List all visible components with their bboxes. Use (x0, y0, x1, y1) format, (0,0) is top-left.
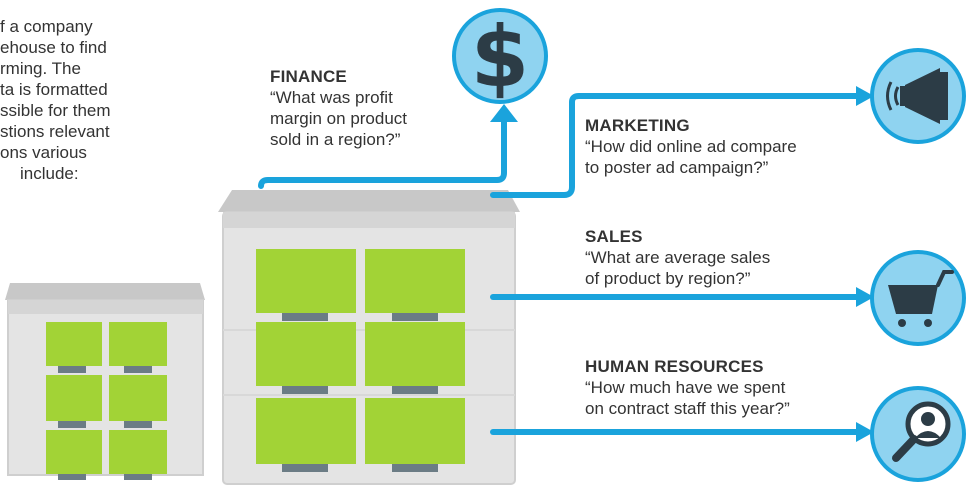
sales-label: SALES “What are average sales of product… (585, 226, 770, 289)
finance-label: FINANCE “What was profit margin on produ… (270, 66, 407, 150)
magnifier-person-icon (870, 386, 966, 482)
large-warehouse (218, 190, 520, 485)
finance-question-line: “What was profit (270, 88, 393, 107)
data-flow-lines (258, 93, 861, 435)
human-resources-question-line: on contract staff this year?” (585, 399, 790, 418)
marketing-question-line: to poster ad campaign?” (585, 158, 769, 177)
intro-line: stions relevant (0, 122, 110, 141)
small-warehouse-crates (46, 322, 167, 474)
marketing-heading: MARKETING (585, 116, 690, 135)
shopping-cart-icon (870, 250, 966, 346)
intro-paragraph: f a company ehouse to find rming. The ta… (0, 16, 170, 184)
sales-question-line: of product by region?” (585, 269, 751, 288)
intro-line: ssible for them (0, 101, 111, 120)
small-warehouse (5, 283, 205, 480)
flow-arrowheads (490, 86, 874, 442)
intro-line: rming. The (0, 59, 81, 78)
megaphone-icon (870, 48, 966, 144)
human-resources-question-line: “How much have we spent (585, 378, 786, 397)
dollar-sign-icon: $ (452, 8, 548, 106)
marketing-label: MARKETING “How did online ad compare to … (585, 115, 797, 178)
human-resources-label: HUMAN RESOURCES “How much have we spent … (585, 356, 790, 419)
sales-question-line: “What are average sales (585, 248, 771, 267)
intro-line: include: (20, 164, 79, 183)
dollar-symbol: $ (471, 8, 529, 106)
intro-line: f a company (0, 17, 93, 36)
finance-heading: FINANCE (270, 67, 347, 86)
sales-heading: SALES (585, 227, 643, 246)
intro-line: ehouse to find (0, 38, 107, 57)
finance-question-line: sold in a region?” (270, 130, 401, 149)
human-resources-heading: HUMAN RESOURCES (585, 357, 764, 376)
marketing-question-line: “How did online ad compare (585, 137, 797, 156)
intro-line: ta is formatted (0, 80, 108, 99)
intro-line: ons various (0, 143, 87, 162)
finance-question-line: margin on product (270, 109, 408, 128)
large-warehouse-crates (256, 249, 465, 464)
